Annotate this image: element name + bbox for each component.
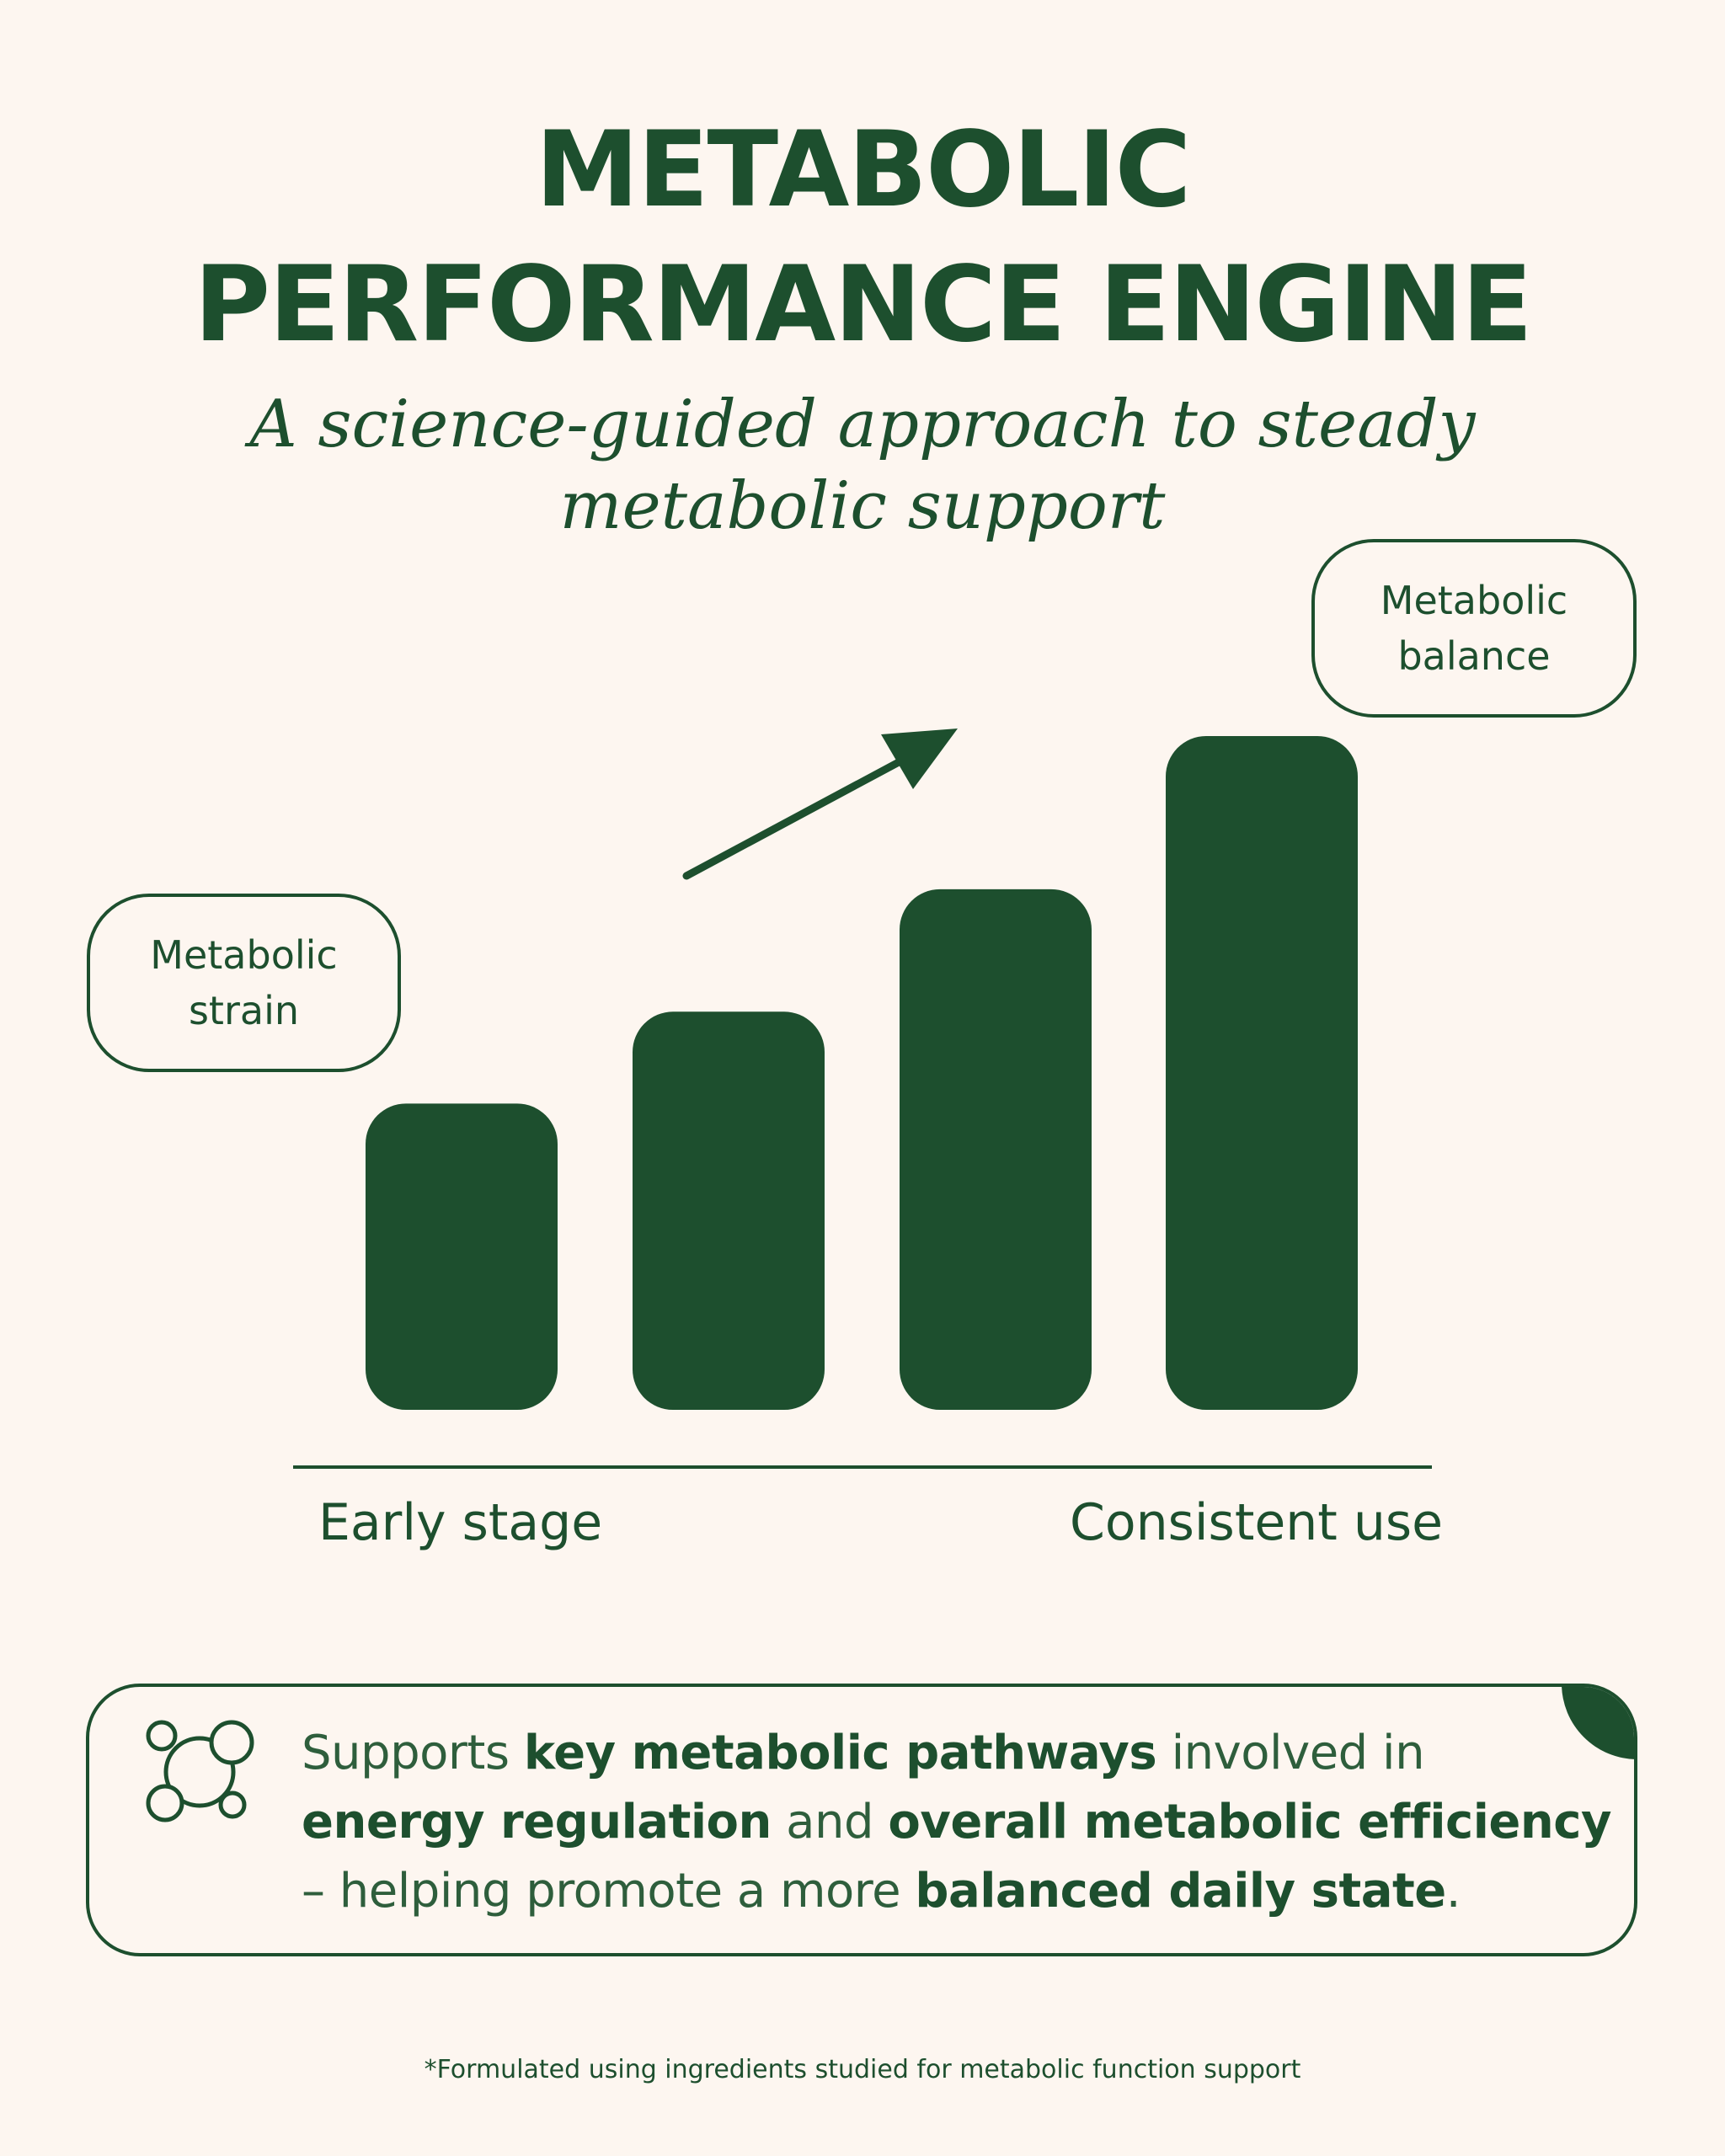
- bar-1: [366, 1103, 558, 1410]
- info-text-part-1: Supports: [302, 1726, 524, 1780]
- info-highlight-energy: energy regulation: [302, 1795, 772, 1849]
- info-highlight-balanced: balanced daily state: [915, 1864, 1446, 1919]
- info-highlight-pathways: key metabolic pathways: [523, 1726, 1157, 1780]
- bar-2: [633, 1011, 825, 1410]
- info-text: Supports key metabolic pathways involved…: [302, 1719, 1616, 1926]
- subtitle-line-2: metabolic support: [559, 468, 1166, 544]
- footnote: *Formulated using ingredients studied fo…: [424, 2055, 1301, 2084]
- bar-group: [366, 736, 1358, 1410]
- bar-3: [900, 889, 1092, 1410]
- x-axis-label-early-stage: Early stage: [318, 1493, 603, 1552]
- info-text-part-3: and: [771, 1795, 889, 1849]
- info-highlight-efficiency: overall metabolic efficiency: [888, 1795, 1611, 1849]
- subtitle-line-1: A science-guided approach to steady: [249, 387, 1476, 462]
- x-axis-label-consistent-use: Consistent use: [1070, 1493, 1444, 1552]
- annotation-balance-line-1: Metabolic: [1380, 578, 1568, 623]
- annotation-metabolic-balance: Metabolic balance: [1311, 539, 1637, 718]
- info-text-part-2: involved in: [1156, 1726, 1425, 1780]
- bar-4: [1166, 736, 1358, 1410]
- annotation-strain-line-2: strain: [188, 988, 300, 1033]
- page-title-line-1: METABOLIC: [535, 109, 1191, 231]
- annotation-metabolic-strain: Metabolic strain: [87, 894, 401, 1072]
- annotation-strain-line-1: Metabolic: [150, 932, 338, 978]
- info-text-part-5: .: [1445, 1864, 1461, 1919]
- molecule-icon: [146, 1720, 254, 1822]
- annotation-balance-line-2: balance: [1397, 633, 1551, 679]
- info-callout: Supports key metabolic pathways involved…: [86, 1684, 1637, 1956]
- info-text-part-4: – helping promote a more: [302, 1864, 916, 1919]
- trend-arrow-icon: [682, 728, 958, 880]
- page-title-line-2: PERFORMANCE ENGINE: [194, 244, 1533, 366]
